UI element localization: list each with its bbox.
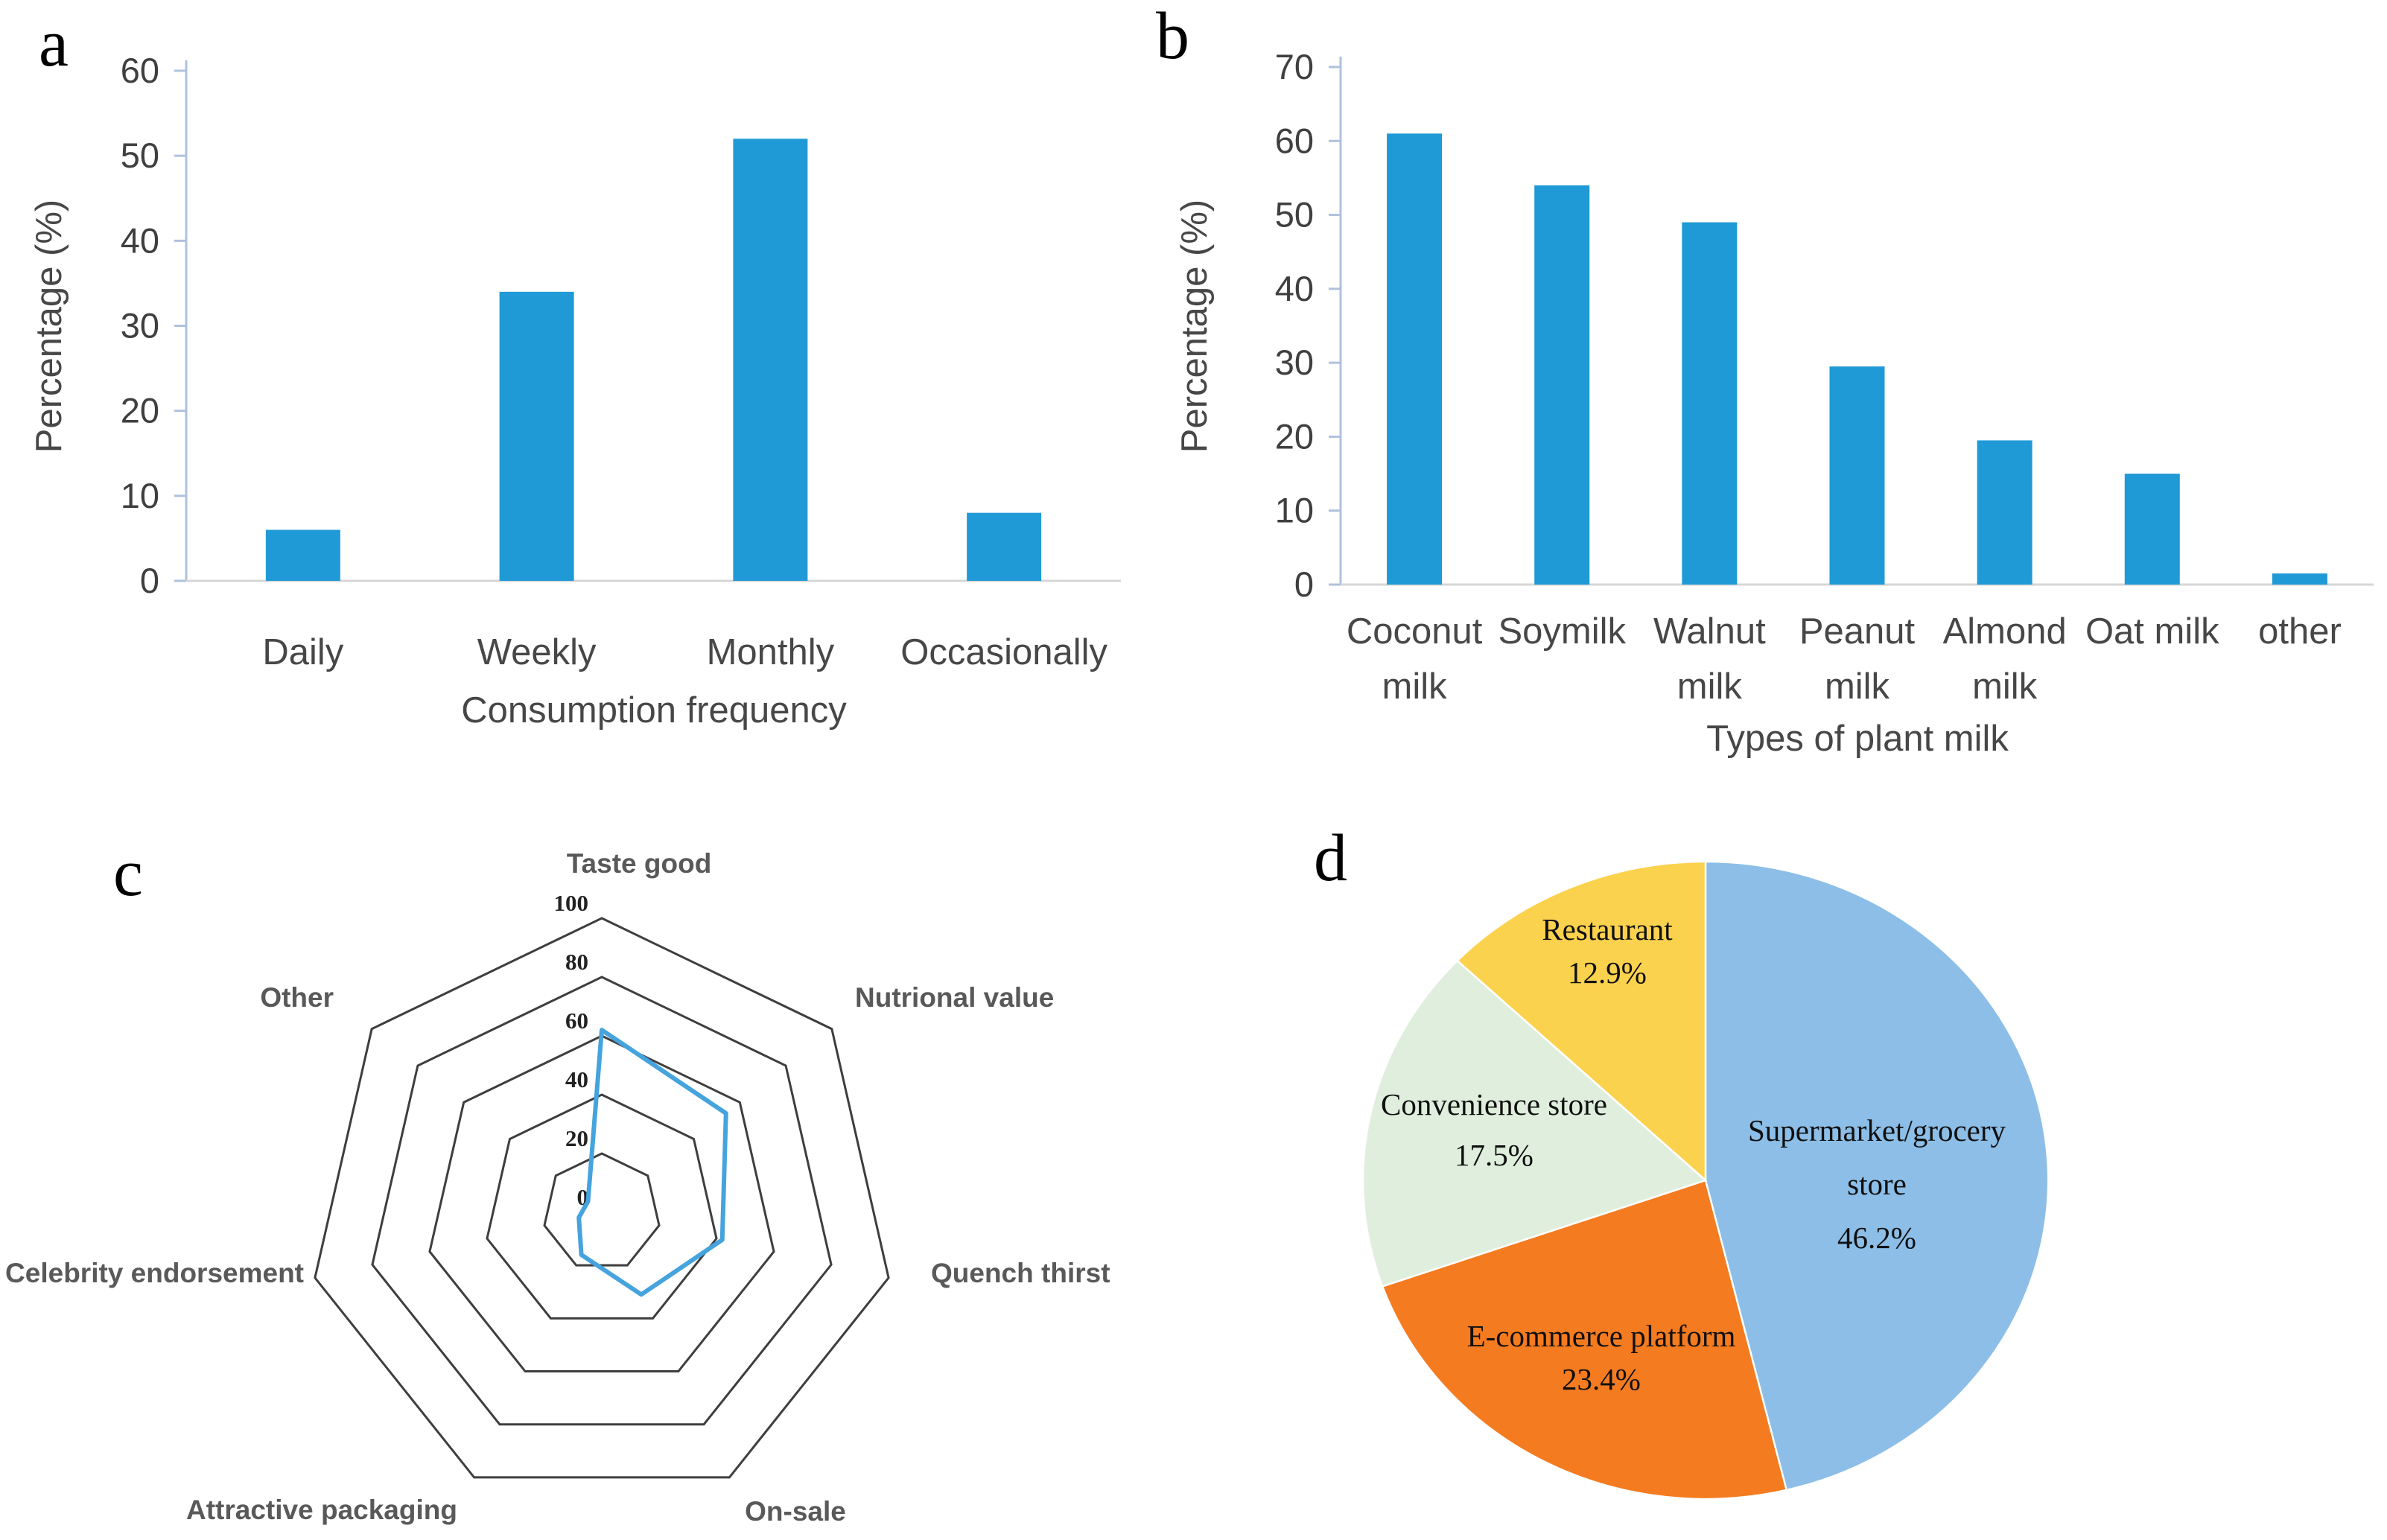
x-category-label: Soymilk [1498,611,1626,652]
bar-weekly [499,291,574,581]
x-category-label: Coconut [1347,611,1483,652]
y-tick-label: 30 [1275,343,1314,382]
radar-ring-label: 100 [554,890,589,916]
bar-daily [265,529,340,581]
y-axis-title-b: Percentage (%) [1175,200,1215,453]
radar-ring-label: 80 [565,949,588,975]
y-tick-label: 50 [121,136,159,175]
bar-oat-milk [2124,474,2180,585]
pie-slice-label: Convenience store [1381,1087,1607,1121]
y-tick-label: 50 [1275,195,1314,235]
y-tick-label: 30 [121,306,159,346]
pie-slice-label: store [1847,1167,1907,1201]
pie-slice-label: E-commerce platform [1467,1319,1736,1353]
bar-walnut-milk [1682,222,1738,585]
panel-a-letter: a [39,7,69,80]
x-axis-title-a: Consumption frequency [461,690,847,731]
radar-ring-100 [314,917,890,1479]
y-tick-label: 0 [140,561,159,600]
bar-coconut-milk [1387,133,1443,585]
pie-slice-label: 12.9% [1568,955,1647,990]
panel-c-letter: c [113,836,143,910]
radar-ring-label: 60 [565,1008,588,1034]
x-axis-title-b: Types of plant milk [1706,719,2009,759]
radar-axis-label-celebrity-endorsement: Celebrity endorsement [5,1258,304,1288]
x-category-label: Occasionally [900,632,1107,672]
y-tick-label: 70 [1275,47,1314,86]
pie-slice-label: 17.5% [1455,1138,1533,1172]
y-tick-label: 40 [121,220,159,260]
bar-soymilk [1534,185,1590,585]
radar-ring-label: 20 [565,1125,588,1151]
radar-ring-60 [428,1034,775,1373]
x-category-label: Weekly [477,632,597,672]
y-tick-label: 10 [1275,491,1314,530]
x-category-label: Oat milk [2085,611,2219,652]
y-tick-label: 60 [1275,121,1314,160]
y-tick-label: 20 [121,391,159,430]
radar-axis-label-on-sale: On-sale [745,1496,846,1527]
bar-other [2272,573,2327,585]
x-category-label: Almond [1943,611,2067,652]
radar-axis-label-taste-good: Taste good [567,848,712,879]
x-category-label: milk [1972,666,2038,707]
radar-ring-label: 40 [565,1066,588,1092]
panel-d-letter: d [1314,821,1347,895]
radar-axis-label-attractive-packaging: Attractive packaging [186,1495,457,1525]
y-tick-label: 40 [1275,269,1314,308]
bar-monthly [733,139,808,582]
pie-slice-label: 46.2% [1837,1221,1916,1255]
y-axis-title-a: Percentage (%) [29,200,69,453]
radar-data-series [576,1028,728,1297]
x-category-label: Walnut [1653,611,1766,652]
panel-b-letter: b [1156,0,1189,73]
pie-slice-label: Restaurant [1542,912,1673,946]
x-category-label: milk [1677,666,1743,707]
y-tick-label: 0 [1294,564,1314,604]
radar-ring-20 [543,1152,661,1267]
bar-occasionally [967,512,1042,581]
radar-axis-label-quench-thirst: Quench thirst [931,1258,1110,1288]
radar-axis-label-other: Other [260,982,334,1013]
y-tick-label: 60 [121,51,159,90]
x-category-label: Monthly [707,632,835,672]
pie-slice-supermarket-grocery-store [1704,860,2050,1492]
radar-ring-40 [486,1093,718,1320]
x-category-label: milk [1825,666,1890,707]
bar-almond-milk [1977,440,2032,585]
y-tick-label: 20 [1275,416,1314,456]
radar-ring-80 [371,976,833,1426]
x-category-label: other [2258,611,2342,652]
pie-slice-restaurant [1455,860,1707,1183]
x-category-label: milk [1382,666,1448,707]
x-category-label: Peanut [1799,611,1916,652]
pie-slice-label: Supermarket/grocery [1748,1113,2006,1148]
pie-slice-label: 23.4% [1562,1362,1641,1396]
x-category-label: Daily [262,632,343,672]
bar-peanut-milk [1829,366,1885,585]
pie-slice-e-commerce-platform [1381,1179,1788,1501]
pie-slice-convenience-store [1361,959,1708,1288]
radar-axis-label-nutrional-value: Nutrional value [855,982,1054,1013]
y-tick-label: 10 [121,476,159,515]
